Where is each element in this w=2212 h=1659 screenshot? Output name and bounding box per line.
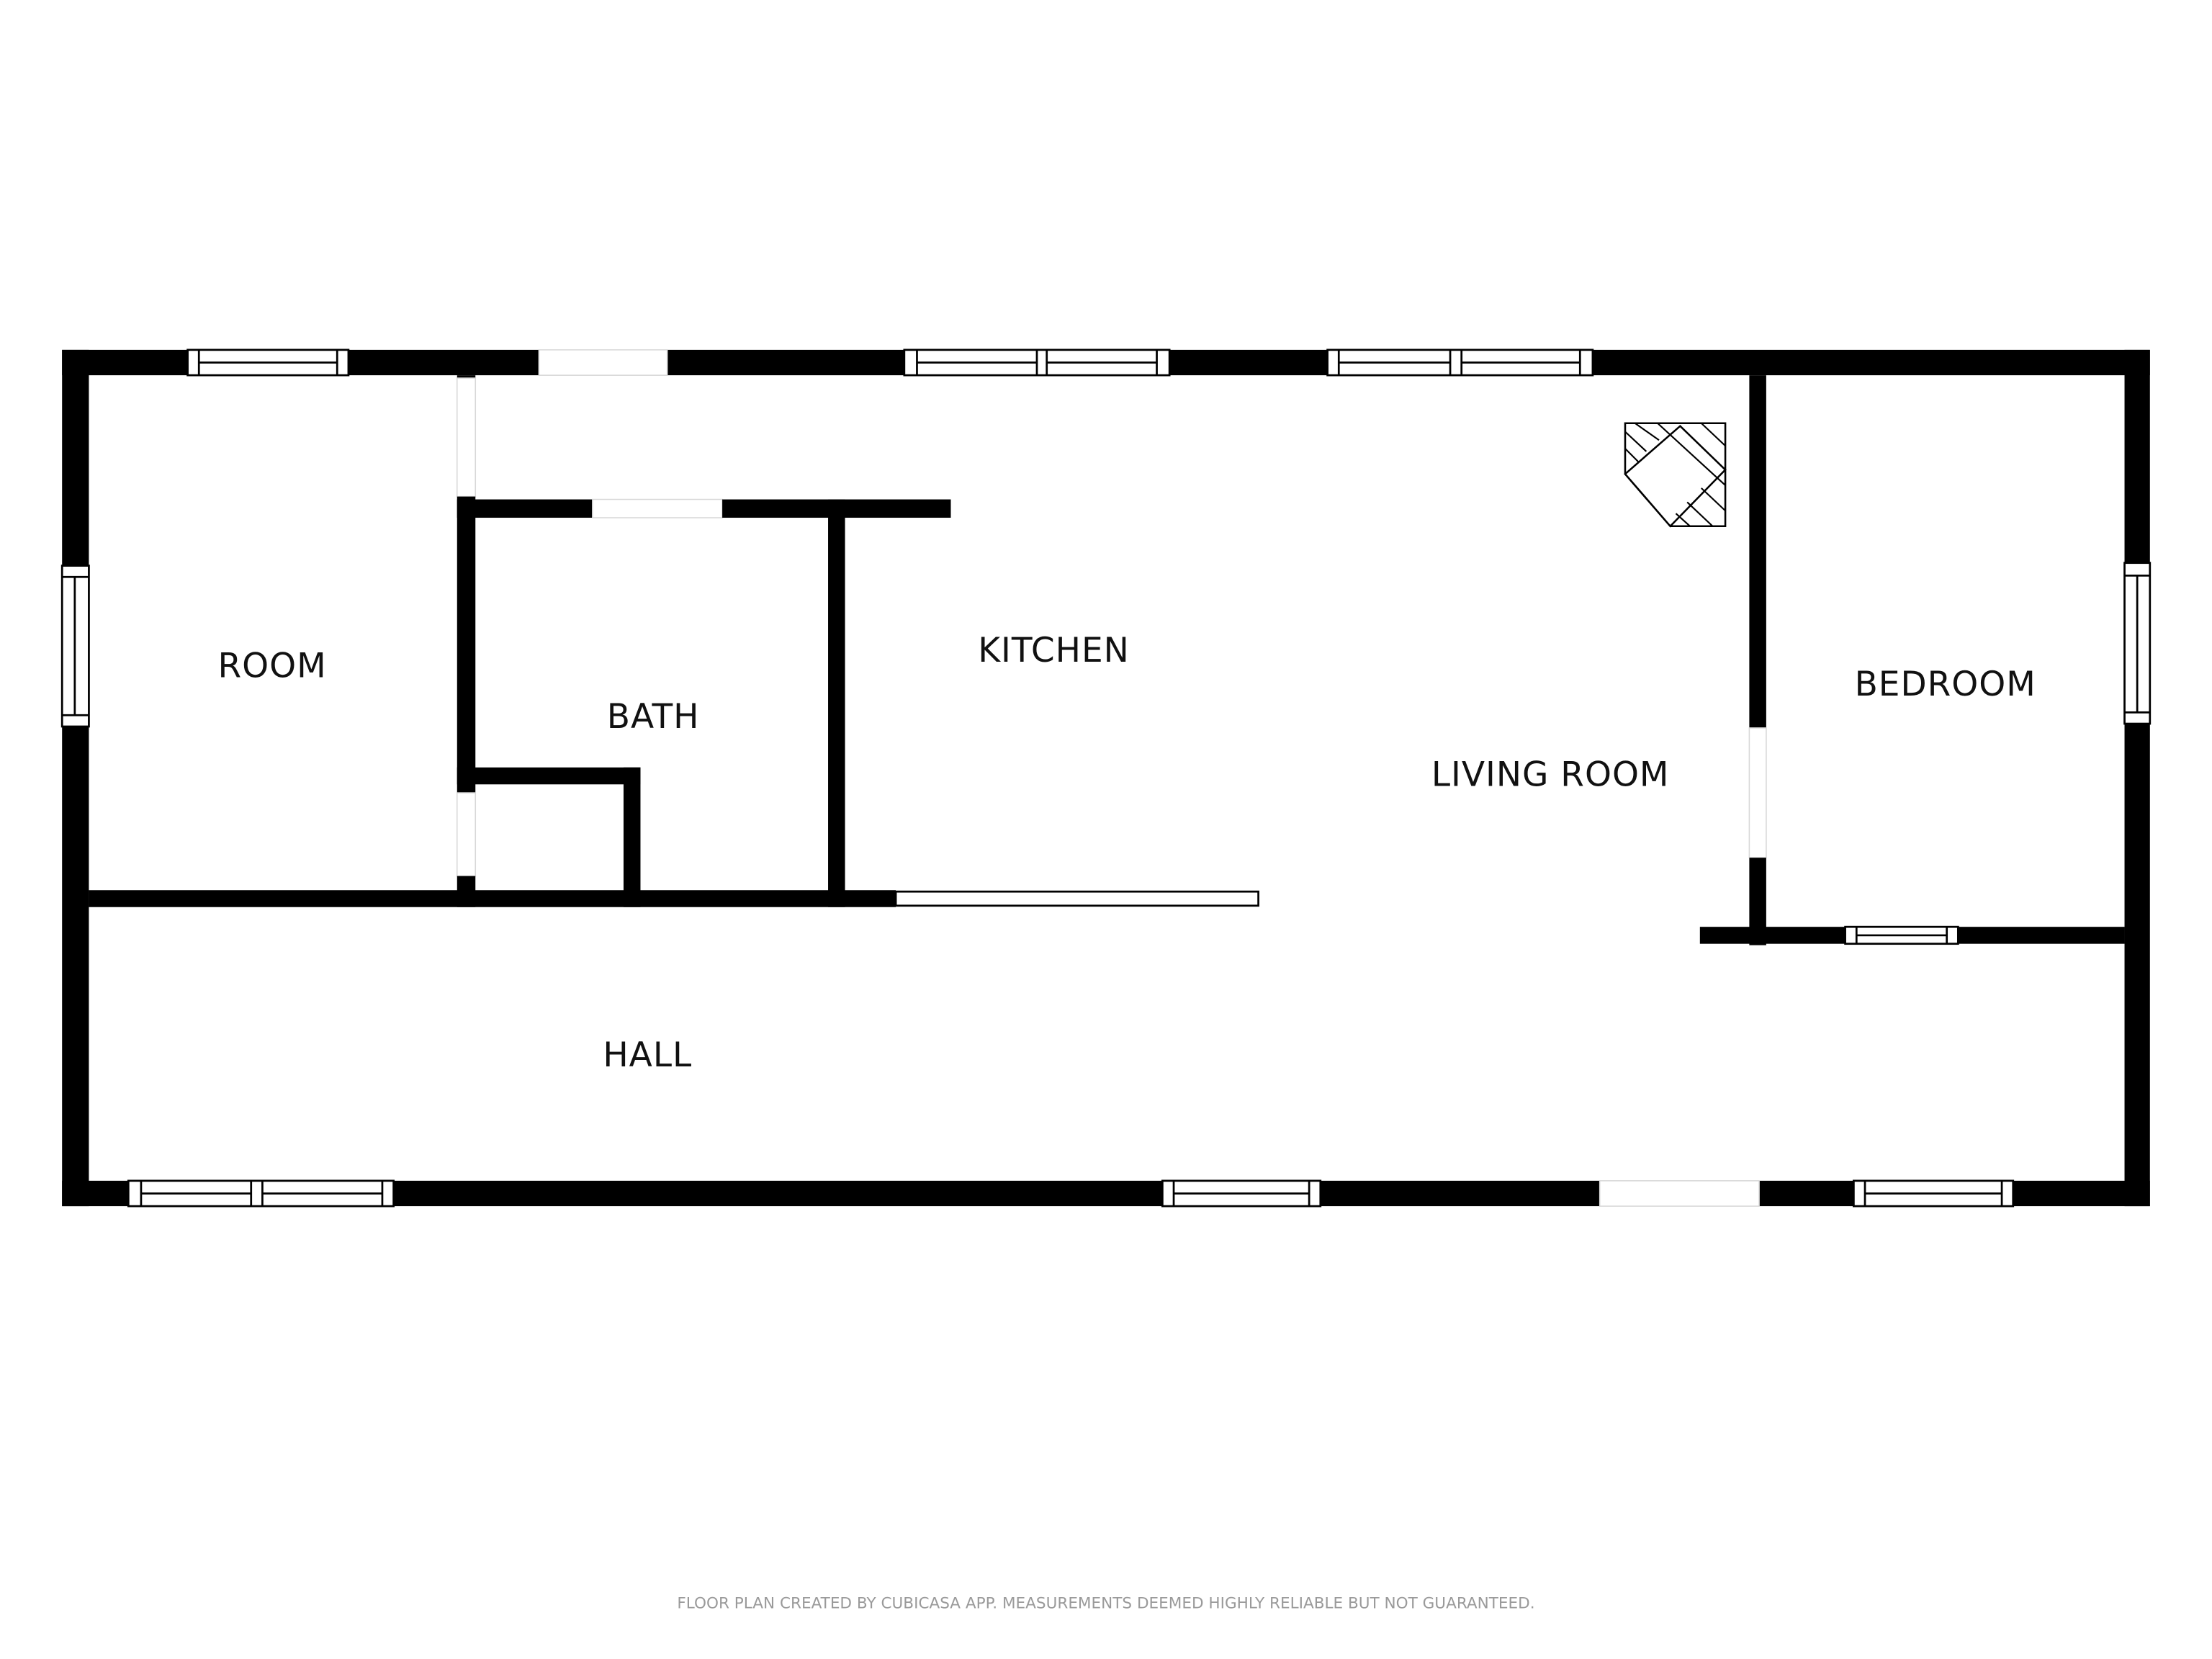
- room-label-kitchen: KITCHEN: [978, 631, 1130, 670]
- room-label-hall: HALL: [603, 1035, 692, 1075]
- window-hall-bottom-middle: [1161, 1179, 1322, 1208]
- fireplace-icon: [1624, 422, 1727, 528]
- door-room-top: [456, 377, 477, 498]
- room-label-bedroom: BEDROOM: [1855, 665, 2036, 704]
- windows: [60, 349, 2152, 1208]
- door-room-bottom: [456, 792, 477, 877]
- window-living-top: [1326, 349, 1594, 377]
- room-label-living-room: LIVING ROOM: [1431, 755, 1670, 794]
- window-bedroom-bottom: [1844, 925, 1959, 945]
- window-room-top: [186, 349, 350, 377]
- footer-disclaimer: FLOOR PLAN CREATED BY CUBICASA APP. MEAS…: [677, 1594, 1534, 1612]
- interior-walls: [89, 375, 2125, 945]
- window-room-left: [60, 565, 90, 728]
- window-hall-bottom-left: [127, 1179, 395, 1208]
- exterior-walls: [62, 349, 2150, 1207]
- room-labels: ROOM BATH KITCHEN LIVING ROOM BEDROOM HA…: [218, 631, 2036, 1075]
- door-bedroom: [1748, 727, 1767, 858]
- door-openings: [538, 349, 1760, 1207]
- room-label-bath: BATH: [607, 697, 700, 737]
- room-label-room: ROOM: [218, 646, 327, 685]
- entry-door-bottom: [1599, 1180, 1760, 1207]
- window-hall-bottom-right: [1852, 1179, 2015, 1208]
- door-bath-top: [592, 498, 723, 518]
- window-kitchen-top: [903, 349, 1171, 377]
- entry-door-top: [538, 349, 668, 376]
- window-bedroom-right: [2123, 562, 2152, 725]
